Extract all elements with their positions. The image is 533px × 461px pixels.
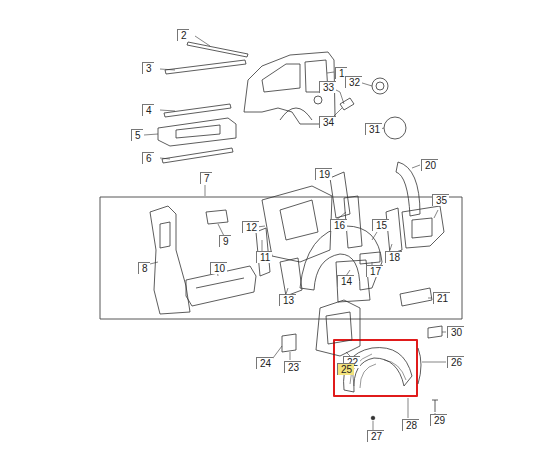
callout-number: 11 <box>256 251 272 263</box>
callout-number: 29 <box>430 414 447 426</box>
callout-number: 23 <box>284 361 301 373</box>
small-bracket <box>360 252 380 264</box>
callout-number: 26 <box>447 356 464 368</box>
callout-number: 20 <box>421 159 438 171</box>
highlight-frame <box>334 340 417 396</box>
callout-number: 18 <box>385 251 402 263</box>
callout-number: 27 <box>367 430 384 442</box>
inner-panel <box>262 186 332 262</box>
callout-number: 32 <box>345 76 362 88</box>
bracket <box>206 210 228 224</box>
roof-rail <box>165 60 246 74</box>
callout-number: 16 <box>330 219 347 231</box>
plate <box>400 288 432 306</box>
clip <box>418 348 421 384</box>
pad <box>428 326 442 338</box>
fuel-housing <box>372 78 388 94</box>
b-pillar <box>150 206 190 314</box>
callout-number: 9 <box>219 235 231 247</box>
callout-number: 21 <box>433 292 450 304</box>
callout-number: 30 <box>447 326 464 338</box>
wheelhouse-outer <box>300 226 382 290</box>
lower-strip <box>162 148 233 163</box>
inner-bracket <box>280 258 302 296</box>
callout-number: 8 <box>138 262 150 274</box>
callout-number: 10 <box>210 262 227 274</box>
clip-bracket <box>282 334 296 352</box>
callout-number: 2 <box>177 29 189 41</box>
callout-number: 15 <box>372 219 389 231</box>
callout-number: 3 <box>142 62 154 74</box>
callout-number: 35 <box>432 194 449 206</box>
pin <box>432 400 438 412</box>
sill-strip <box>164 104 231 117</box>
roof-strip <box>187 42 248 57</box>
callout-number: 17 <box>366 265 383 277</box>
callout-number: 19 <box>315 168 332 180</box>
upper-reinf <box>330 172 350 218</box>
rear-pillar <box>396 162 420 216</box>
callout-number: 24 <box>256 357 273 369</box>
reinforcement-panel <box>158 118 236 146</box>
callout-number: 33 <box>319 81 336 93</box>
callout-number: 34 <box>319 116 336 128</box>
wheelhouse-panel <box>336 260 370 302</box>
callout-number: 7 <box>200 172 212 184</box>
callout-number: 14 <box>337 275 354 287</box>
callout-number: 28 <box>402 419 419 431</box>
callout-number: 12 <box>242 221 259 233</box>
screw <box>371 416 375 420</box>
callout-number: 25 <box>337 363 354 375</box>
leader-lines <box>144 36 446 430</box>
rear-reinf <box>386 208 402 254</box>
callout-number: 4 <box>142 104 154 116</box>
rear-bracket <box>402 206 444 248</box>
fuel-door <box>384 117 406 139</box>
wheelhouse-inner <box>316 300 360 356</box>
callout-number: 5 <box>131 129 143 141</box>
callout-number: 6 <box>142 152 154 164</box>
callout-number: 31 <box>365 123 382 135</box>
callout-number: 13 <box>279 294 296 306</box>
